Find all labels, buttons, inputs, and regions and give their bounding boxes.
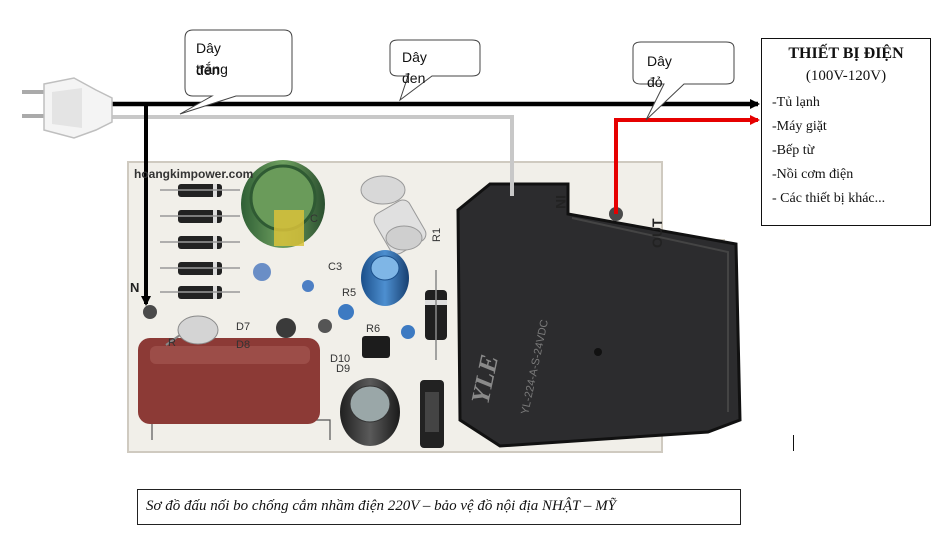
device-item: - Các thiết bị khác... [772, 191, 886, 206]
fuse-resistor [165, 315, 219, 346]
device-box: THIẾT BỊ ĐIỆN (100V-120V) -Tủ lạnh -Máy … [761, 38, 931, 226]
diode-array [160, 184, 240, 299]
device-box-title: THIẾT BỊ ĐIỆN [788, 45, 904, 62]
flyback-diode [425, 270, 447, 360]
electrolytic-capacitor-green [241, 160, 325, 248]
caption-text: Sơ đồ đấu nối bo chống cắm nhầm điện 220… [146, 498, 616, 514]
wires [108, 99, 760, 306]
power-plug [22, 77, 113, 139]
callout-red-wire-bubble [632, 41, 735, 121]
device-item: -Máy giặt [772, 119, 827, 134]
terminal-out-label: OUT [649, 218, 665, 248]
film-capacitor-red [138, 338, 320, 424]
ref-label-r6: R6 [366, 323, 380, 335]
ref-label-d7: D7 [236, 321, 250, 333]
ref-label-d10: D10 [330, 353, 350, 365]
electrolytic-capacitor-blue [361, 250, 409, 306]
caption-box: Sơ đồ đấu nối bo chống cắm nhầm điện 220… [137, 489, 741, 525]
electrolytic-capacitor-black [340, 378, 400, 446]
ref-label-d9: D9 [336, 363, 350, 375]
device-item: -Tủ lạnh [772, 95, 820, 110]
small-capacitors [253, 263, 415, 358]
device-box-voltage: (100V-120V) [805, 68, 887, 84]
ref-label-r1: R1 [431, 228, 443, 242]
ref-label-c3: C3 [328, 261, 342, 273]
callout-black-wire-bubble [389, 39, 481, 102]
ref-label-d8: D8 [236, 339, 250, 351]
board-silkscreen: hoangkimpower.com [134, 167, 253, 181]
ref-label-r: R [168, 337, 176, 349]
callout-red-wire-label: Dây đỏ [647, 53, 672, 90]
red-wire [614, 115, 760, 214]
ref-label-r5: R5 [342, 287, 356, 299]
relay [456, 182, 742, 448]
ref-label-c: C [310, 213, 318, 225]
text-cursor [793, 435, 794, 451]
ceramic-resistors [360, 175, 427, 255]
callout-white-wire-bubble [179, 29, 293, 115]
callout-black-wire-label: Dây đen [402, 49, 427, 86]
device-item: -Bếp từ [772, 143, 815, 158]
power-transistor [420, 380, 444, 448]
device-item: -Nồi cơm điện [772, 167, 854, 182]
mount-hole-left [143, 305, 157, 319]
terminal-n-label: N [130, 280, 139, 295]
terminal-in-label: IN [553, 195, 569, 209]
callout-white-wire-line2: đen [196, 62, 220, 78]
white-wire [110, 115, 514, 196]
callout-white-wire-line1: Dây trắng [196, 40, 228, 77]
